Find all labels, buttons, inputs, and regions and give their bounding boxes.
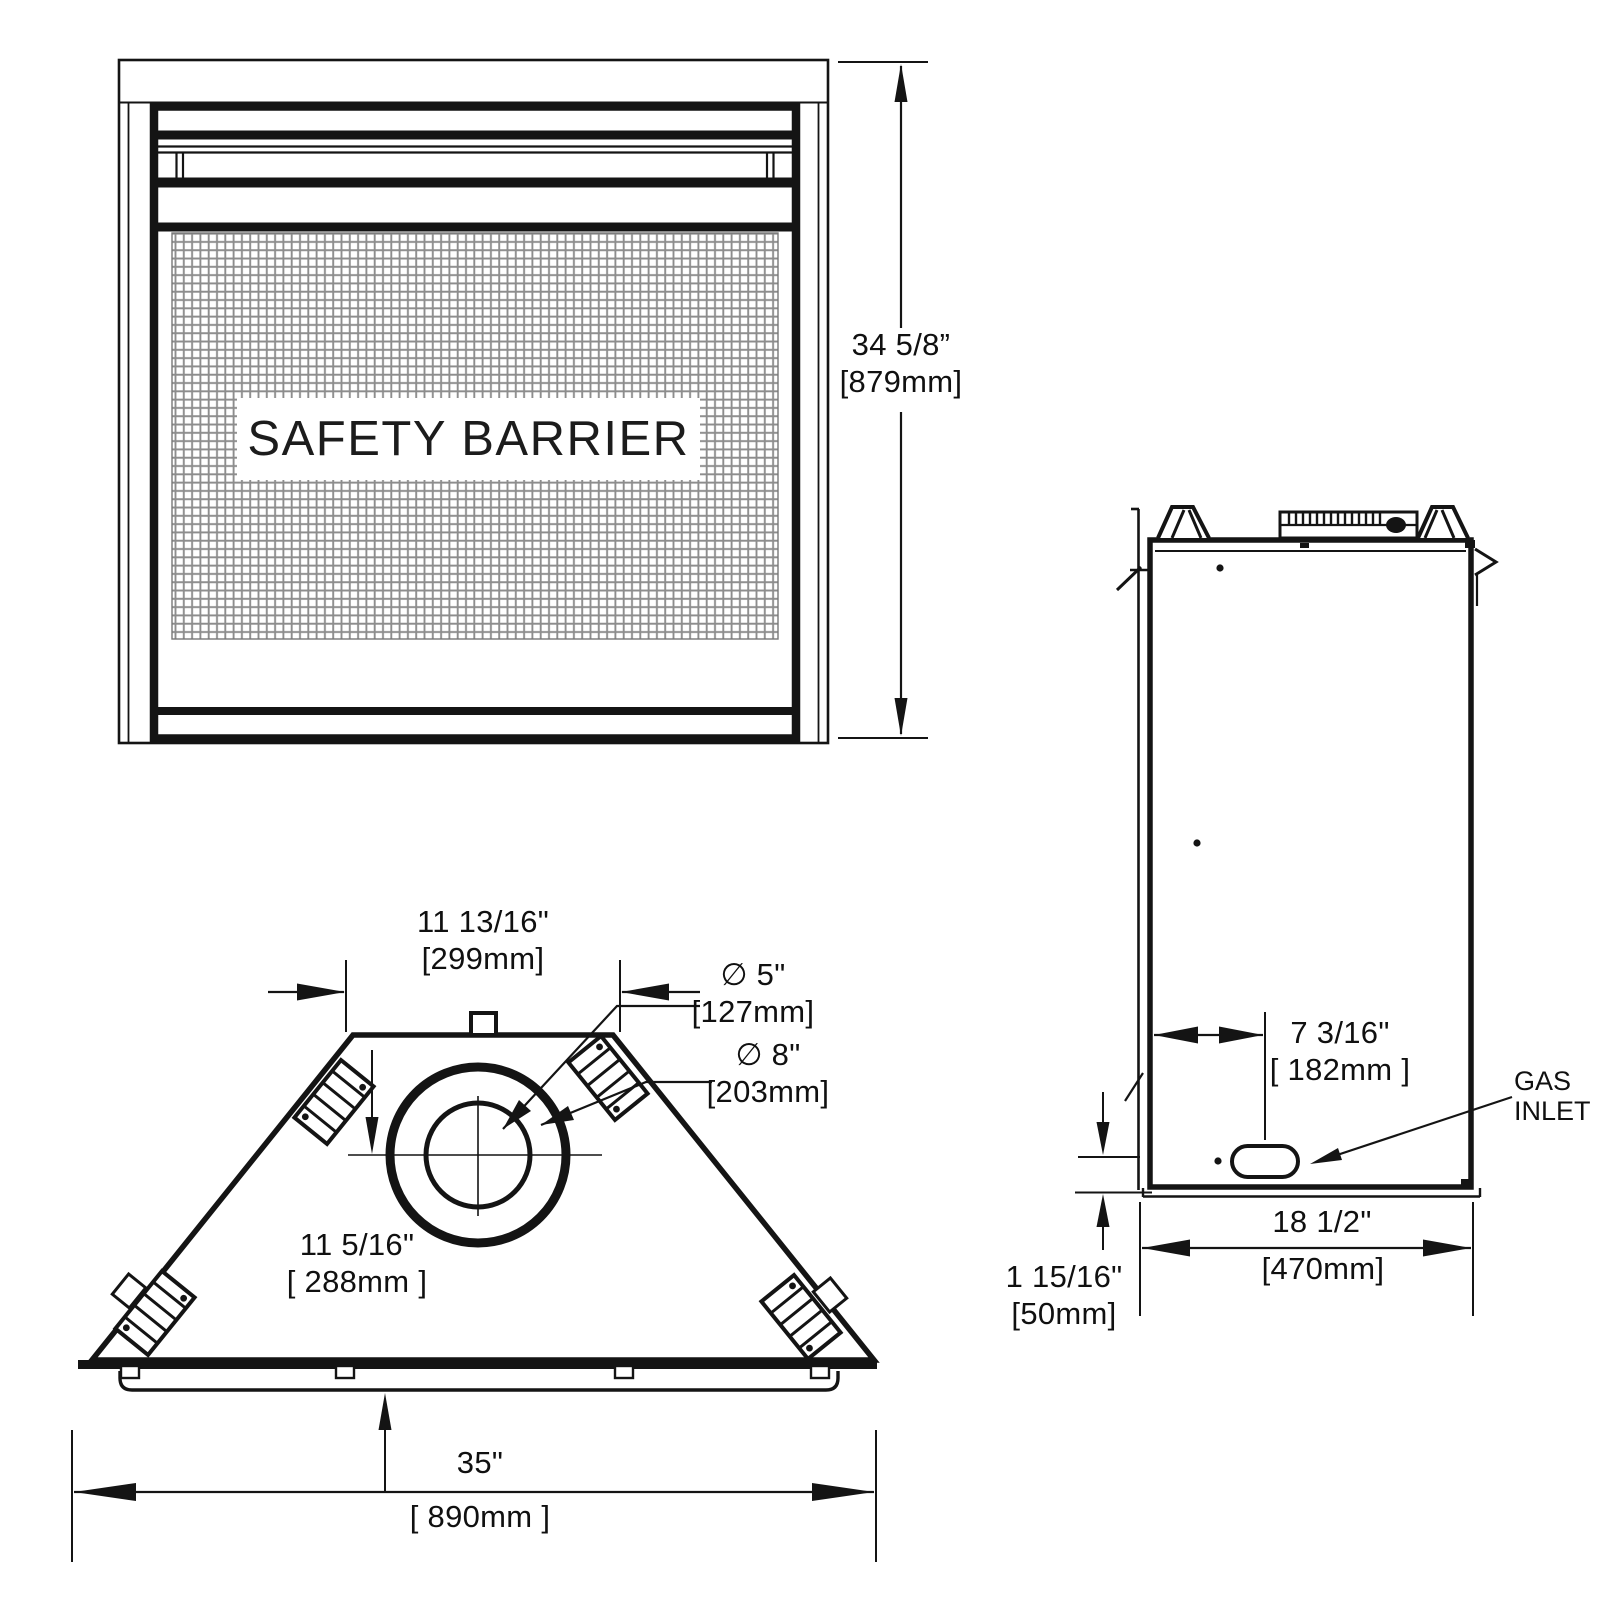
dim-gas-inlet-offset-inches: 7 3/16" <box>1290 1015 1390 1050</box>
top-tab <box>469 1011 498 1037</box>
dim-gas-inlet-height-inches: 1 15/16" <box>1005 1259 1123 1294</box>
vent-top-right <box>565 1033 651 1123</box>
dim-front-height-inches: 34 5/8” <box>851 327 951 362</box>
dim-flue-outer-mm: [203mm] <box>706 1074 830 1109</box>
dim-gas-inlet-height: 1 15/16" [50mm] <box>1006 1258 1123 1332</box>
front-frame <box>149 102 801 743</box>
safety-barrier-label: SAFETY BARRIER <box>237 398 700 480</box>
side-dimensions <box>1075 1012 1513 1316</box>
dim-flue-center-depth: 11 5/16" [ 288mm ] <box>287 1226 428 1300</box>
dim-front-height-mm: [879mm] <box>839 364 963 399</box>
dim-base-width-mm: [ 890mm ] <box>409 1499 551 1534</box>
gas-inlet-port <box>1230 1144 1300 1179</box>
dim-flue-inner: ∅ 5" [127mm] <box>692 956 815 1030</box>
dim-base-width-inches: 35" <box>456 1445 504 1480</box>
dim-top-width: 11 13/16" [299mm] <box>417 903 549 977</box>
top-view <box>71 960 880 1562</box>
vent-top-left <box>291 1057 377 1147</box>
vent-bottom-left <box>112 1268 198 1358</box>
side-body <box>1147 537 1474 1190</box>
side-view <box>1115 505 1499 1198</box>
vent-bottom-right <box>758 1272 844 1362</box>
dim-flue-inner-inches: ∅ 5" <box>720 957 786 992</box>
dim-top-width-inches: 11 13/16" <box>416 904 550 939</box>
dim-flue-center-depth-mm: [ 288mm ] <box>286 1264 428 1299</box>
front-height-dimension <box>838 61 928 739</box>
vent-bottom-left-tab <box>110 1271 148 1311</box>
dim-flue-outer-inches: ∅ 8" <box>735 1037 801 1072</box>
dim-gas-inlet-offset: 7 3/16" [ 182mm ] <box>1270 1014 1411 1088</box>
dim-front-height: 34 5/8” [879mm] <box>840 326 963 400</box>
dim-flue-outer: ∅ 8" [203mm] <box>707 1036 830 1110</box>
dim-unit-depth-inches: 18 1/2" <box>1272 1204 1372 1239</box>
dim-flue-inner-mm: [127mm] <box>691 994 815 1029</box>
dim-gas-inlet-offset-mm: [ 182mm ] <box>1269 1052 1411 1087</box>
dim-flue-center-depth-inches: 11 5/16" <box>299 1227 415 1262</box>
dim-gas-inlet-height-mm: [50mm] <box>1011 1296 1117 1331</box>
dim-unit-depth-mm: [470mm] <box>1261 1251 1385 1286</box>
dim-top-width-mm: [299mm] <box>421 941 545 976</box>
vent-bottom-right-tab <box>811 1275 849 1315</box>
gas-inlet-label: GAS INLET <box>1514 1066 1591 1126</box>
